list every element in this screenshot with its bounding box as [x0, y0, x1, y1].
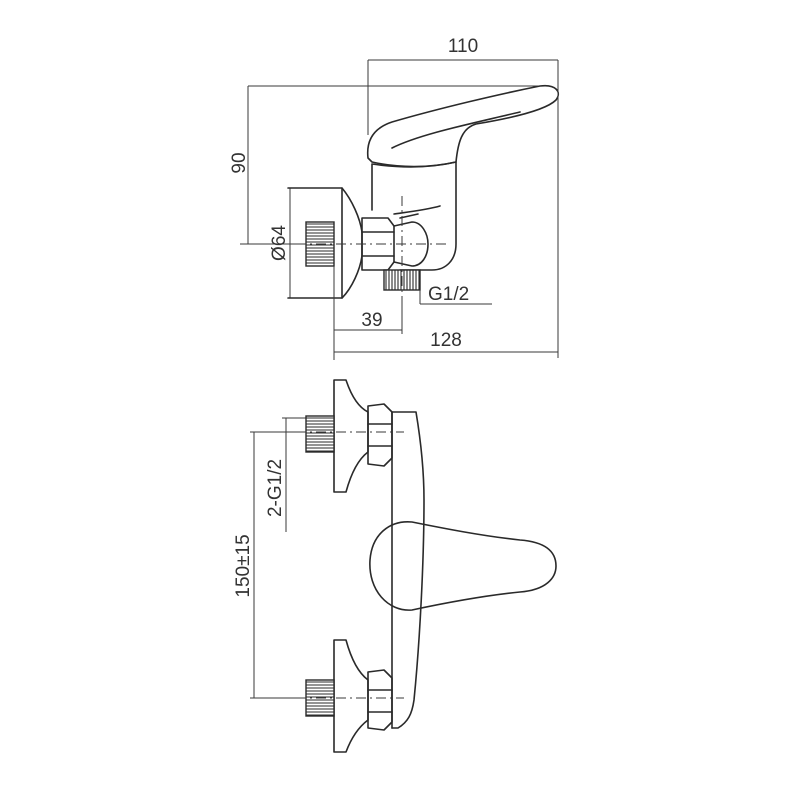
dim-width-110: 110 [367, 36, 559, 135]
front-view: 150±15 2-G1/2 [233, 379, 557, 753]
upper-inlet [296, 379, 404, 493]
dim-diameter-64: Ø64 [269, 188, 291, 298]
dim-label-128: 128 [430, 330, 462, 351]
dim-label-90: 90 [229, 152, 250, 173]
lever-handle-front [369, 521, 557, 611]
dim-outlet-thread: G1/2 [419, 284, 492, 305]
side-view: 110 90 Ø64 [229, 36, 560, 360]
dim-label-2g12: 2-G1/2 [265, 459, 286, 517]
dim-inlet-threads: 2-G1/2 [265, 417, 306, 532]
valve-body-front [391, 411, 425, 729]
outlet-thread [383, 269, 421, 291]
dim-label-39: 39 [361, 310, 382, 331]
dim-label-110: 110 [448, 36, 478, 57]
dim-label-diameter: Ø64 [269, 225, 290, 261]
lower-inlet [296, 639, 404, 753]
dim-height-90: 90 [229, 85, 548, 245]
dim-offset-39: 39 [333, 266, 403, 360]
valve-body [371, 161, 457, 271]
dim-label-g12: G1/2 [428, 284, 469, 305]
dim-center-distance: 150±15 [233, 431, 300, 699]
dim-label-150: 150±15 [233, 534, 254, 597]
dim-depth-128: 128 [334, 90, 559, 358]
lever-handle [366, 84, 560, 168]
body-connector [393, 221, 429, 267]
